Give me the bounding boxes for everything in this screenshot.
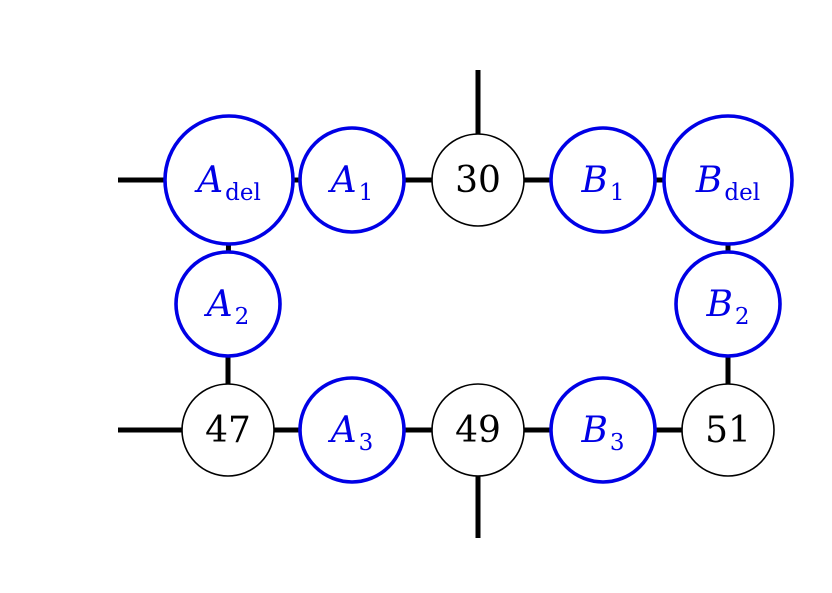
node-label-main: B xyxy=(580,410,607,451)
node-label-main: A xyxy=(328,160,357,201)
node-b-del: Bdel xyxy=(662,114,794,246)
node-label-subscript: 3 xyxy=(610,430,625,456)
node-label-subscript: del xyxy=(225,180,261,206)
node-n47: 47 xyxy=(181,383,275,477)
node-circle-n49 xyxy=(431,383,525,477)
node-label-n49: 49 xyxy=(455,410,501,451)
node-label-a2: A2 xyxy=(204,284,250,330)
node-circle-n30 xyxy=(431,133,525,227)
node-label-main: A xyxy=(328,410,357,451)
node-label-b2: B2 xyxy=(705,284,749,330)
node-n30: 30 xyxy=(431,133,525,227)
node-circle-n51 xyxy=(681,383,775,477)
node-b3: B3 xyxy=(549,376,657,484)
node-label-n30: 30 xyxy=(455,160,501,201)
node-circle-b3 xyxy=(549,376,657,484)
node-a2: A2 xyxy=(174,250,282,358)
node-label-main: 51 xyxy=(705,410,751,451)
node-circle-b2 xyxy=(674,250,782,358)
node-circle-b1 xyxy=(549,126,657,234)
node-b2: B2 xyxy=(674,250,782,358)
node-label-a3: A3 xyxy=(328,410,374,456)
node-label-subscript: 2 xyxy=(235,304,250,330)
node-label-b-del: Bdel xyxy=(695,160,760,206)
node-b1: B1 xyxy=(549,126,657,234)
node-circle-a3 xyxy=(298,376,406,484)
node-circle-a2 xyxy=(174,250,282,358)
node-label-b1: B1 xyxy=(580,160,624,206)
node-label-n51: 51 xyxy=(705,410,751,451)
node-label-a1: A1 xyxy=(328,160,374,206)
node-label-subscript: del xyxy=(724,180,760,206)
node-circle-b-del xyxy=(662,114,794,246)
node-circle-a1 xyxy=(298,126,406,234)
node-a3: A3 xyxy=(298,376,406,484)
node-circle-a-del xyxy=(163,114,295,246)
node-circle-n47 xyxy=(181,383,275,477)
node-a1: A1 xyxy=(298,126,406,234)
node-label-main: A xyxy=(204,284,233,325)
node-label-b3: B3 xyxy=(580,410,624,456)
node-label-subscript: 1 xyxy=(359,180,374,206)
node-label-main: 47 xyxy=(205,410,251,451)
node-label-subscript: 3 xyxy=(359,430,374,456)
node-label-main: 49 xyxy=(455,410,501,451)
node-label-subscript: 1 xyxy=(610,180,625,206)
node-label-main: B xyxy=(705,284,732,325)
node-label-n47: 47 xyxy=(205,410,251,451)
node-label-main: A xyxy=(194,160,223,201)
node-n49: 49 xyxy=(431,383,525,477)
node-label-main: B xyxy=(695,160,722,201)
node-label-main: 30 xyxy=(455,160,501,201)
node-label-main: B xyxy=(580,160,607,201)
node-label-subscript: 2 xyxy=(735,304,750,330)
node-label-a-del: Adel xyxy=(194,160,261,206)
node-a-del: Adel xyxy=(163,114,295,246)
node-n51: 51 xyxy=(681,383,775,477)
